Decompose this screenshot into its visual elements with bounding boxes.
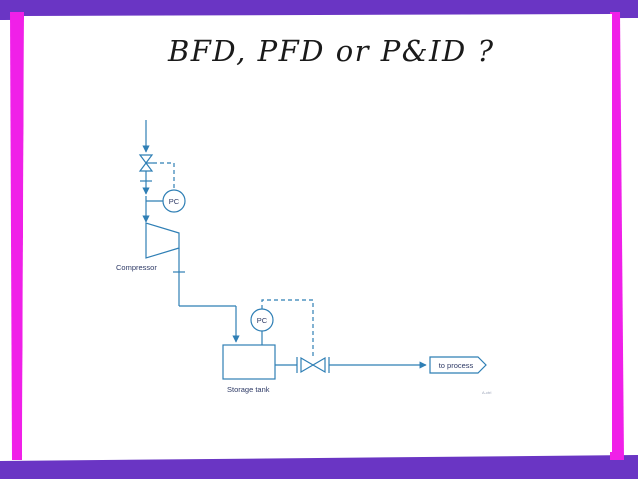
slide-title: BFD, PFD or P&ID ? [168,34,495,68]
to-process-label: to process [439,361,474,370]
storage-tank-label: Storage tank [227,385,270,394]
left-border [10,12,24,460]
compressor-label: Compressor [116,263,157,272]
signal-line-top [153,162,175,189]
slide-card [22,14,612,455]
watermark: A-ctrl [482,390,491,395]
pc-top-label: PC [169,197,180,206]
bottom-border [0,455,638,479]
signal-line-bottom [261,299,314,356]
storage-tank [222,344,276,380]
compressor-icon [145,222,180,259]
pc-bottom-label: PC [257,316,268,325]
to-process-connector [429,356,487,374]
right-border [610,12,624,460]
control-valve-bottom-icon [300,356,326,374]
